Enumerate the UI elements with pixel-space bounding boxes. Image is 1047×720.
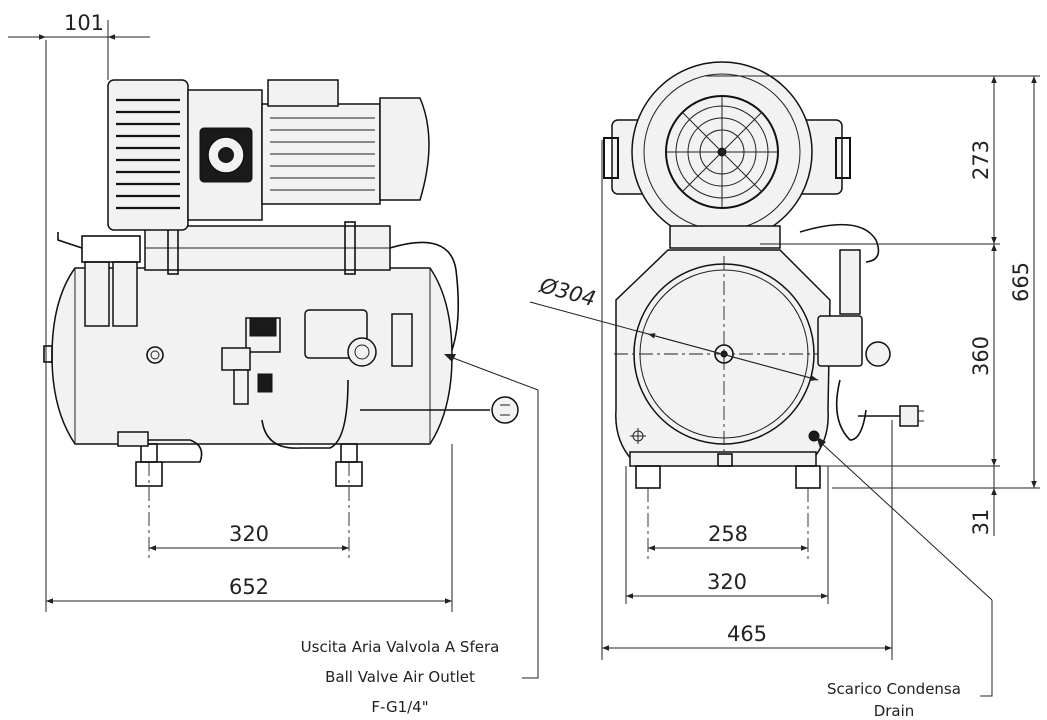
dim-overhang-left: 101	[64, 11, 104, 35]
front-foot-left	[635, 465, 661, 489]
side-hose-lower	[261, 379, 349, 449]
front-foot-right	[795, 465, 821, 489]
side-tank-nozzle	[43, 345, 53, 363]
side-view	[43, 79, 519, 560]
side-filter-right	[112, 261, 138, 327]
side-pressure-port	[146, 346, 164, 364]
outlet-label-thread: F-G1/4"	[371, 698, 428, 716]
dim-foot-spacing-outer: 320	[707, 570, 747, 594]
outlet-label-en: Ball Valve Air Outlet	[325, 668, 475, 686]
front-drain-plug	[808, 430, 820, 442]
front-filter	[839, 249, 861, 315]
dim-height-motor: 273	[969, 140, 993, 180]
side-gauge	[347, 337, 377, 367]
height-dimensions: 273 360 31 665	[706, 75, 1040, 536]
front-gauge	[865, 341, 891, 367]
dim-diameter: Ø304	[536, 273, 598, 311]
side-power-plug	[491, 396, 519, 424]
front-hose	[799, 223, 880, 263]
front-dimensions: 258 320 465	[601, 140, 893, 660]
front-power-plug	[899, 405, 919, 427]
dim-leg-spacing-side: 320	[229, 522, 269, 546]
dim-total-length: 652	[229, 575, 269, 599]
dim-total-height: 665	[1009, 262, 1033, 302]
front-mount-bracket	[669, 225, 781, 249]
side-terminal-box	[267, 79, 339, 107]
side-safety-valve	[221, 347, 251, 371]
side-fan-grille	[116, 98, 180, 210]
drain-label-en: Drain	[874, 702, 915, 720]
dim-height-feet: 31	[969, 509, 993, 536]
drain-callout: Scarico Condensa Drain	[816, 436, 993, 720]
dim-foot-spacing-inner: 258	[708, 522, 748, 546]
side-motor-endcap	[379, 97, 430, 201]
side-drain-hose	[128, 439, 203, 463]
side-dimensions: 101 320 652	[8, 11, 453, 612]
dim-height-tank: 360	[969, 336, 993, 376]
outlet-callout: Uscita Aria Valvola A Sfera Ball Valve A…	[301, 354, 539, 716]
front-view	[603, 61, 924, 560]
front-regulator	[817, 315, 863, 367]
side-filter-left	[84, 261, 110, 327]
drain-label-it: Scarico Condensa	[827, 680, 961, 698]
dim-total-width: 465	[727, 622, 767, 646]
outlet-label-it: Uscita Aria Valvola A Sfera	[301, 638, 500, 656]
side-hose-top	[389, 241, 460, 351]
